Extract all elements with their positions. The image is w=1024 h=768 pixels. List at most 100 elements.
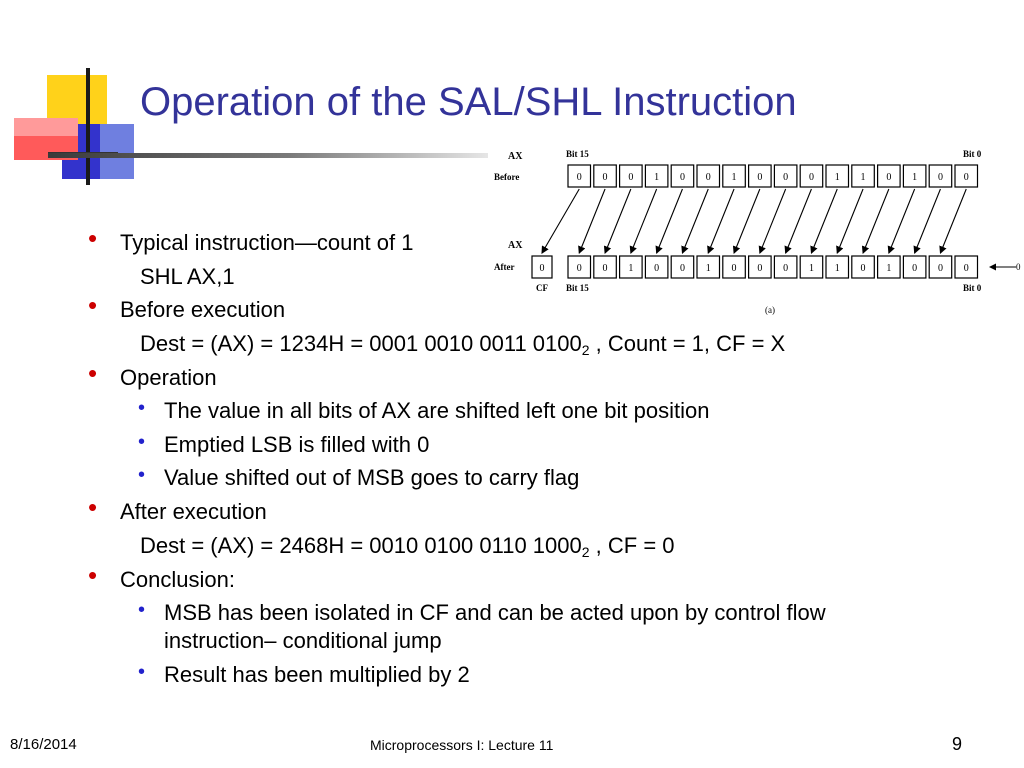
sub-bullet-msb-isolated: •MSB has been isolated in CF and can be …: [138, 599, 826, 625]
after-bit-box: [619, 255, 643, 279]
bullet-dot: •: [88, 492, 98, 522]
shift-arrow: [784, 188, 812, 255]
after-bit-value: 1: [706, 263, 711, 274]
bullet-typical-instruction: •Typical instruction—count of 1: [88, 223, 414, 256]
after-bit-box: [773, 255, 798, 279]
after-bit-box: [670, 255, 695, 279]
after-bit-box: [799, 255, 824, 279]
slide-logo-decoration: [14, 68, 134, 185]
sub-bullet-dot: •: [138, 599, 146, 621]
after-bit-box: [567, 255, 592, 279]
before-bit-value: 0: [706, 172, 711, 183]
before-bit-value: 0: [783, 172, 788, 183]
before-bit-value: 1: [861, 172, 866, 183]
after-bit-box: [644, 255, 669, 279]
ax-label-bottom: AX: [508, 240, 523, 251]
before-bit-box: [593, 164, 617, 188]
bullet-dot: •: [88, 223, 98, 253]
after-bit-box: [825, 255, 850, 279]
before-bit-box: [954, 164, 979, 188]
shift-arrow: [629, 188, 658, 255]
before-bit-box: [825, 164, 850, 188]
after-bit-box: [722, 255, 746, 279]
bullet-after-execution: •After execution: [88, 492, 267, 525]
before-bit-box: [748, 164, 772, 188]
before-bit-value: 0: [809, 172, 814, 183]
before-bit-value: 0: [628, 172, 633, 183]
shift-arrow: [913, 188, 941, 255]
sub-bullet-msb-carry: •Value shifted out of MSB goes to carry …: [138, 464, 580, 490]
sub-bullet-shift-left: •The value in all bits of AX are shifted…: [138, 397, 710, 423]
before-bit-value: 1: [835, 172, 840, 183]
before-bit-value: 0: [964, 172, 969, 183]
shift-arrow: [681, 188, 709, 255]
after-bit-box: [851, 255, 875, 279]
after-bit-value: 0: [577, 263, 582, 274]
after-bit-value: 0: [964, 263, 969, 274]
before-bit-value: 1: [912, 172, 917, 183]
after-bit-box: [877, 255, 901, 279]
before-bit-value: 0: [938, 172, 943, 183]
before-bit-value: 1: [654, 172, 659, 183]
bit15-label-bottom: Bit 15: [566, 283, 589, 293]
code-shl-ax-1: SHL AX,1: [140, 264, 235, 289]
shift-arrow: [707, 188, 735, 255]
footer-date: 8/16/2014: [10, 736, 77, 753]
shift-arrow: [732, 188, 761, 255]
shift-arrow: [758, 188, 787, 255]
before-bit-value: 0: [680, 172, 685, 183]
before-bit-box: [799, 164, 824, 188]
bullet-dot: •: [88, 358, 98, 388]
after-bit-value: 0: [938, 263, 943, 274]
sub-bullet-dot: •: [138, 431, 146, 453]
shift-arrow: [541, 188, 580, 254]
carry-flag-value: 0: [540, 263, 545, 274]
bit15-label-top: Bit 15: [566, 149, 589, 159]
sub-bullet-msb-isolated-cont: instruction– conditional jump: [164, 628, 442, 653]
shift-arrow: [887, 188, 916, 255]
before-bit-box: [851, 164, 875, 188]
before-bit-box: [644, 164, 669, 188]
after-bit-value: 1: [835, 263, 840, 274]
before-bit-box: [567, 164, 592, 188]
after-bit-value: 1: [886, 263, 891, 274]
sub-bullet-multiplied-by-2: •Result has been multiplied by 2: [138, 661, 470, 687]
bullet-before-execution: •Before execution: [88, 290, 286, 323]
after-bit-box: [748, 255, 772, 279]
bullet-operation: •Operation: [88, 358, 217, 391]
shift-arrow: [578, 188, 606, 255]
after-bit-box: [696, 255, 721, 279]
shift-arrow: [939, 188, 967, 255]
after-bit-value: 0: [861, 263, 866, 274]
before-bit-value: 0: [757, 172, 762, 183]
title-underline: [48, 153, 488, 158]
carry-flag-box: [531, 255, 553, 279]
after-bit-box: [593, 255, 617, 279]
before-bit-box: [773, 164, 798, 188]
before-bit-box: [722, 164, 746, 188]
bit0-label-top: Bit 0: [963, 149, 982, 159]
sub-bullet-dot: •: [138, 661, 146, 683]
after-bit-value: 0: [757, 263, 762, 274]
shift-arrow: [655, 188, 683, 255]
bit0-label-bottom: Bit 0: [963, 283, 982, 293]
after-bit-box: [928, 255, 953, 279]
before-bit-value: 0: [577, 172, 582, 183]
before-dest-value: Dest = (AX) = 1234H = 0001 0010 0011 010…: [140, 331, 786, 358]
before-bit-box: [877, 164, 901, 188]
footer-course: Microprocessors I: Lecture 11: [370, 737, 554, 753]
before-bit-box: [928, 164, 953, 188]
after-bit-value: 1: [809, 263, 814, 274]
ax-label-top: AX: [508, 151, 523, 162]
after-bit-value: 0: [603, 263, 608, 274]
bullet-dot: •: [88, 560, 98, 590]
before-bit-box: [902, 164, 927, 188]
after-bit-value: 0: [732, 263, 737, 274]
cf-label: CF: [536, 283, 548, 293]
shift-arrow: [603, 188, 632, 255]
before-bit-box: [670, 164, 695, 188]
before-bit-box: [696, 164, 721, 188]
